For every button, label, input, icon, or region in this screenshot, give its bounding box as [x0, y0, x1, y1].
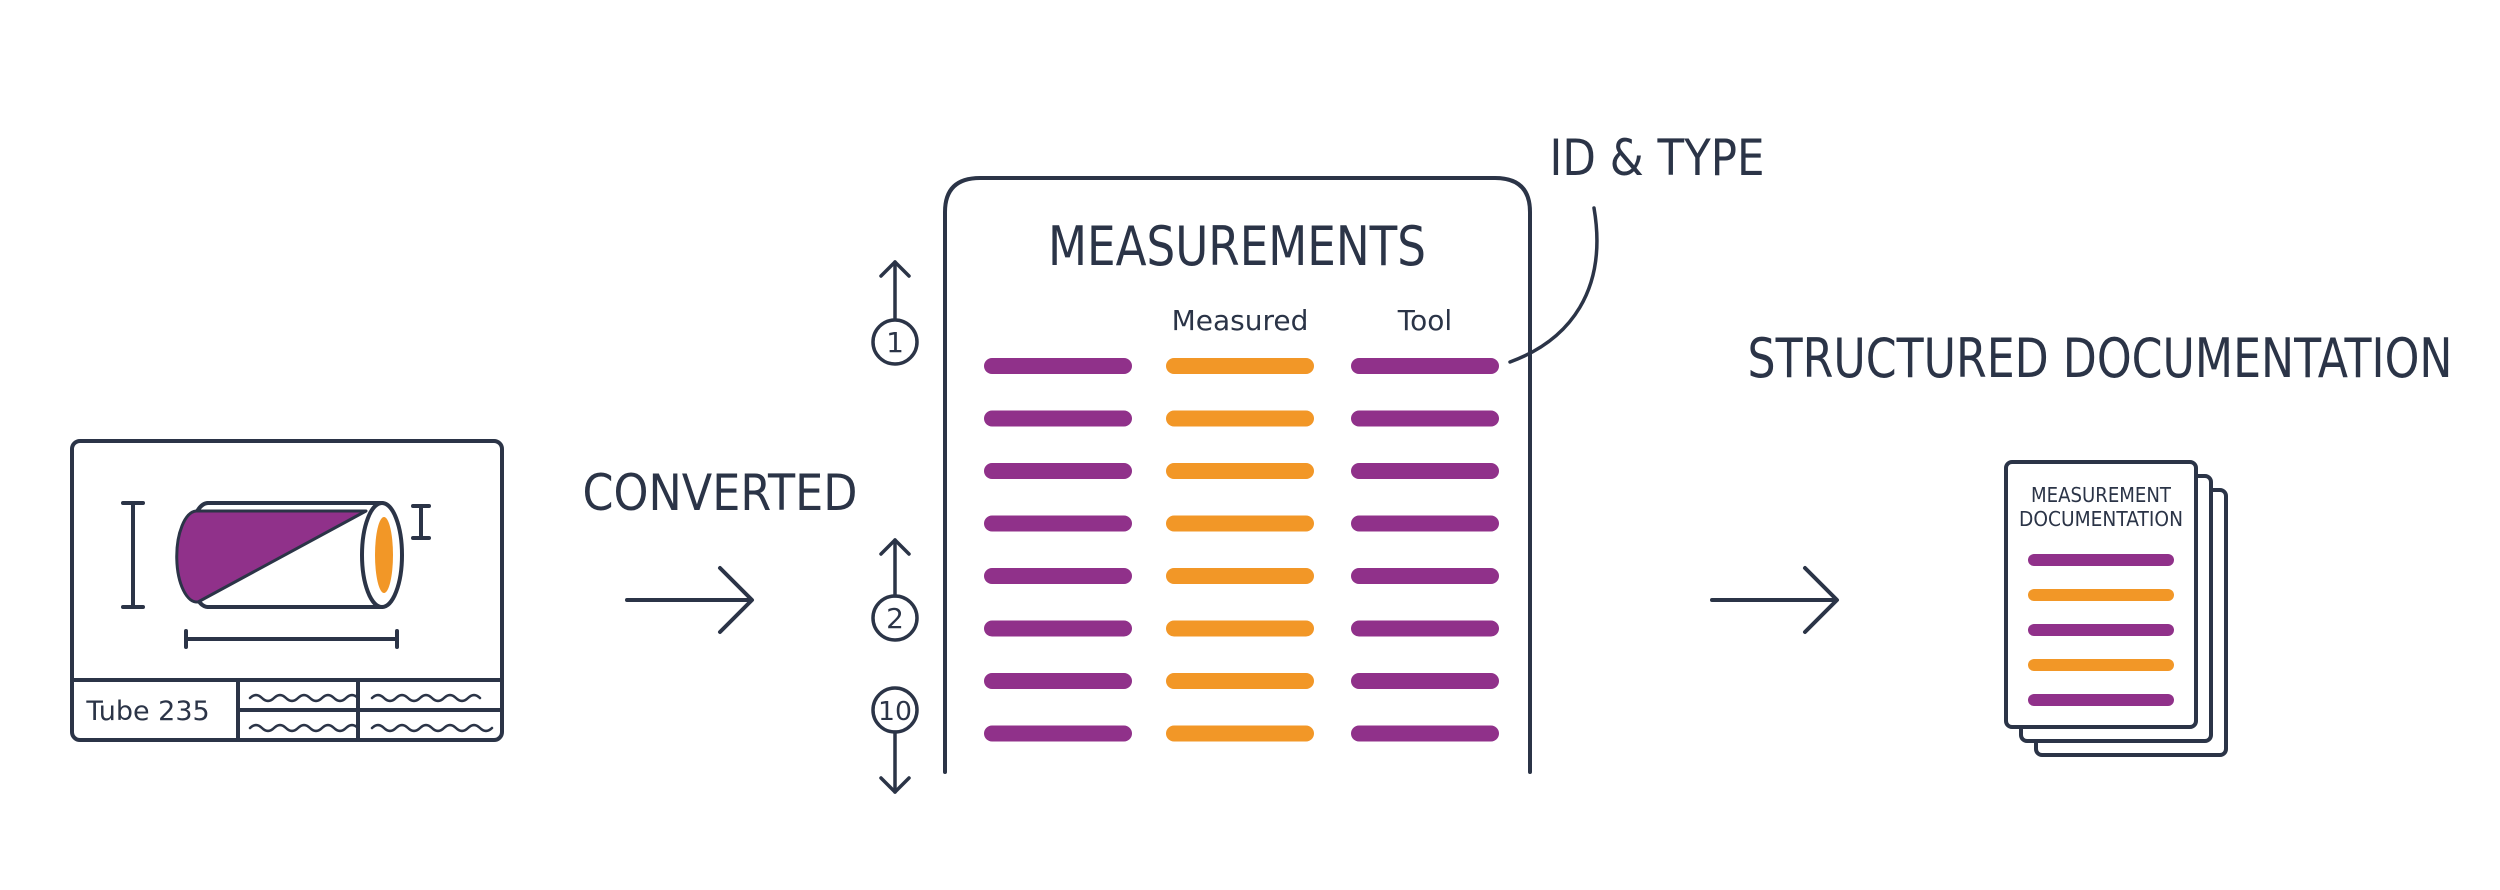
marker-label-1: 1 [886, 326, 904, 359]
structured-documentation-label: STRUCTURED DOCUMENTATION [1748, 327, 2453, 390]
marker-label-10: 10 [878, 697, 912, 727]
technical-drawing [70, 439, 504, 742]
converted-label: CONVERTED [583, 464, 858, 522]
measurements-title: MEASUREMENTS [1048, 215, 1426, 278]
arrow-right-icon [1710, 566, 1839, 634]
measurements-card [943, 176, 1532, 774]
column-header-tool: Tool [1397, 304, 1452, 337]
documentation-lines [2028, 554, 2174, 706]
cylinder-tube-icon [175, 501, 404, 609]
doc-title-line1: MEASUREMENT [2031, 483, 2172, 507]
scribble-text-lines [248, 693, 494, 733]
measurement-rows [984, 358, 1499, 742]
dimension-marks [121, 501, 431, 649]
drawing-frame [70, 439, 504, 742]
column-header-measured: Measured [1172, 304, 1309, 337]
scroll-up-arrow-icon [879, 260, 911, 320]
id-type-callout-line [1508, 206, 1599, 364]
scroll-down-arrow-icon [879, 730, 911, 794]
scroll-markers [871, 260, 919, 794]
id-type-label: ID & TYPE [1550, 129, 1765, 187]
arrow-right-icon [625, 566, 754, 634]
marker-label-2: 2 [886, 602, 904, 635]
marker-circle-1 [871, 318, 919, 366]
doc-title-line2: DOCUMENTATION [2019, 507, 2183, 531]
part-label: Tube 235 [85, 696, 209, 727]
scroll-up-arrow-icon [879, 538, 911, 598]
marker-circle-2 [871, 594, 919, 642]
